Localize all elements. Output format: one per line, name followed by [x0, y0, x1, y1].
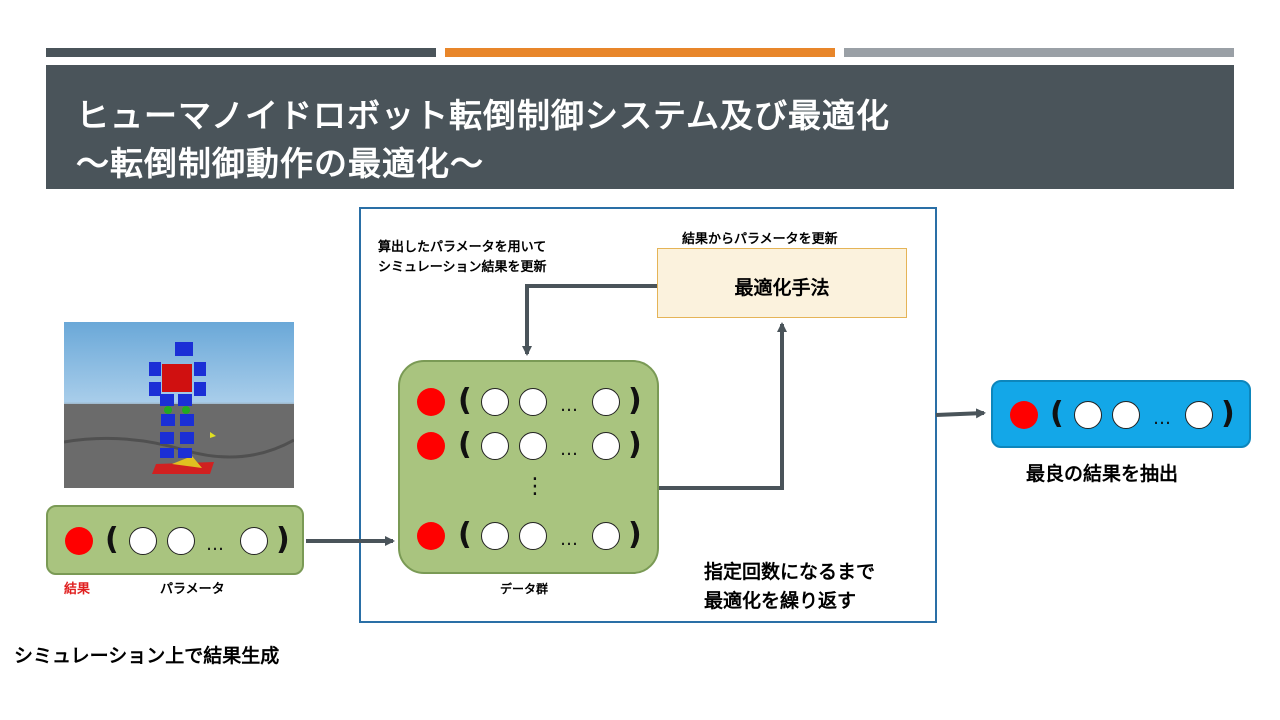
param-circle: [592, 522, 620, 550]
paren-close: ): [1221, 396, 1235, 431]
repeat-label-1: 指定回数になるまで: [704, 561, 876, 583]
param-update-label: 結果からパラメータを更新: [682, 232, 838, 247]
param-circle: [167, 527, 195, 555]
arrow-to-best-result: [935, 408, 986, 419]
ellipsis: …: [560, 439, 578, 460]
title-line-1: ヒューマノイドロボット転倒制御システム及び最適化: [76, 96, 891, 135]
sim-generate-label: シミュレーション上で結果生成: [14, 645, 280, 667]
param-circle: [1112, 401, 1140, 429]
ellipsis: …: [560, 529, 578, 550]
ellipsis: …: [560, 395, 578, 416]
accent-bar-orange: [445, 48, 835, 57]
sim-update-label-2: シミュレーション結果を更新: [378, 260, 547, 275]
param-circle: [592, 388, 620, 416]
paren-close: ): [628, 517, 642, 552]
ellipsis: …: [206, 534, 224, 555]
paren-open: (: [1050, 396, 1064, 431]
param-circle: [1074, 401, 1102, 429]
param-circle: [240, 527, 268, 555]
paren-open: (: [458, 383, 472, 418]
accent-bar-gray: [844, 48, 1234, 57]
optimizer-box: 最適化手法: [657, 248, 907, 318]
param-circle: [519, 432, 547, 460]
accent-bar-dark: [46, 48, 436, 57]
paren-close: ): [628, 427, 642, 462]
param-circle: [481, 388, 509, 416]
data-group-box: ( … ) ( … ) ⋮ ( … ): [398, 360, 659, 574]
paren-close: ): [276, 522, 290, 557]
data-group-label: データ群: [500, 582, 549, 596]
ellipsis: …: [1153, 408, 1171, 429]
title-line-2: 〜転倒制御動作の最適化〜: [76, 144, 484, 183]
paren-open: (: [105, 522, 119, 557]
best-result-box: ( … ): [991, 380, 1251, 448]
result-dot: [65, 527, 93, 555]
param-circle: [592, 432, 620, 460]
param-circle: [519, 388, 547, 416]
best-extract-label: 最良の結果を抽出: [1026, 463, 1179, 485]
simulation-result-row: ( … ): [46, 505, 304, 575]
result-dot: [1010, 401, 1038, 429]
paren-open: (: [458, 517, 472, 552]
parameter-label: パラメータ: [160, 582, 225, 597]
param-circle: [519, 522, 547, 550]
param-circle: [129, 527, 157, 555]
title-box: ヒューマノイドロボット転倒制御システム及び最適化 〜転倒制御動作の最適化〜: [46, 65, 1234, 189]
result-label: 結果: [64, 582, 91, 597]
param-circle: [481, 432, 509, 460]
robot-simulation-image: [64, 322, 294, 488]
param-circle: [1185, 401, 1213, 429]
repeat-label-2: 最適化を繰り返す: [704, 590, 857, 612]
sim-update-label: 算出したパラメータを用いて: [378, 240, 547, 255]
vertical-ellipsis: ⋮: [524, 474, 546, 499]
paren-close: ): [628, 383, 642, 418]
arrow-to-data-update: [522, 284, 657, 356]
result-dot: [417, 522, 445, 550]
arrow-to-optimizer: [659, 322, 787, 490]
result-dot: [417, 432, 445, 460]
paren-open: (: [458, 427, 472, 462]
param-circle: [481, 522, 509, 550]
result-dot: [417, 388, 445, 416]
optimizer-label: 最適化手法: [734, 277, 830, 299]
